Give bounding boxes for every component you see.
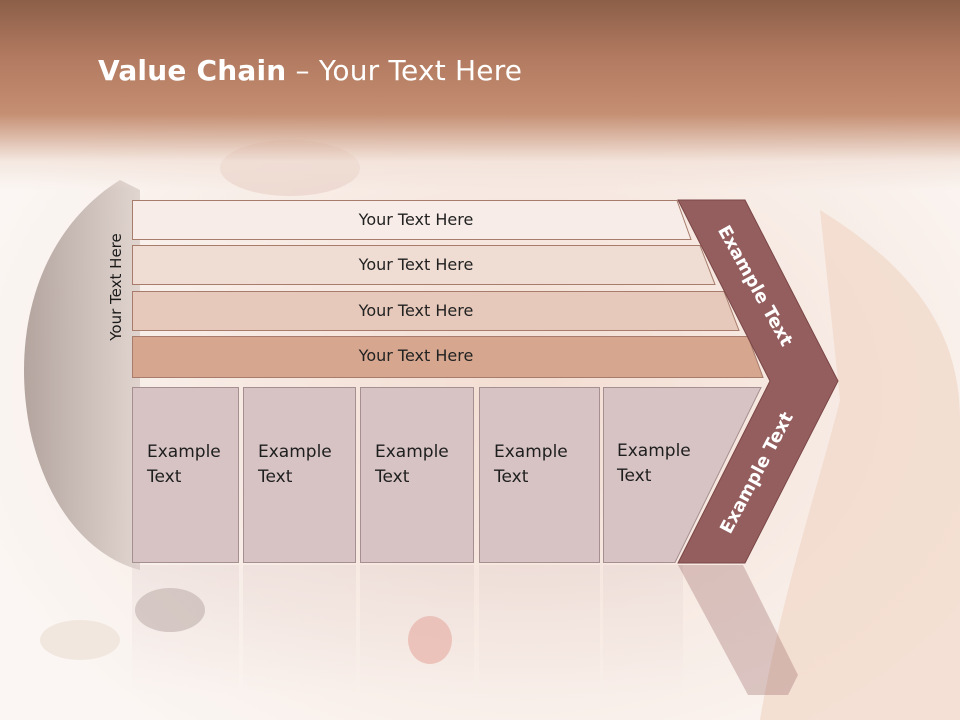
- column-5-line2: Text: [617, 466, 652, 486]
- title-rest: – Your Text Here: [286, 54, 523, 87]
- column-4-reflection: [479, 565, 600, 695]
- column-2-reflection: [243, 565, 356, 695]
- chevron-reflection: [678, 565, 798, 695]
- bar-1-label: Your Text Here: [358, 210, 474, 229]
- column-3-line1: Example: [375, 442, 449, 462]
- chevron-arrow: [677, 199, 839, 564]
- bar-4-label: Your Text Here: [358, 346, 474, 365]
- column-3-line2: Text: [375, 467, 410, 487]
- bar-4: Your Text Here: [132, 336, 764, 378]
- column-5: [603, 387, 762, 563]
- column-5-line1: Example: [617, 441, 691, 461]
- column-1-reflection: [132, 565, 239, 695]
- column-2-line1: Example: [258, 442, 332, 462]
- side-label: Your Text Here: [107, 233, 125, 341]
- bar-3-label: Your Text Here: [358, 301, 474, 320]
- page-title: Value Chain – Your Text Here: [98, 54, 522, 87]
- bar-1: Your Text Here: [132, 200, 692, 240]
- column-1-line2: Text: [147, 467, 182, 487]
- column-2-line2: Text: [258, 467, 293, 487]
- bar-2-label: Your Text Here: [358, 255, 474, 274]
- bar-2: Your Text Here: [132, 245, 716, 285]
- column-3-reflection: [360, 565, 474, 695]
- title-bold: Value Chain: [98, 54, 287, 87]
- bar-3: Your Text Here: [132, 291, 740, 331]
- column-4-line1: Example: [494, 442, 568, 462]
- title-band: [0, 0, 960, 190]
- column-4-line2: Text: [494, 467, 529, 487]
- column-1-line1: Example: [147, 442, 221, 462]
- column-5-reflection: [603, 565, 683, 695]
